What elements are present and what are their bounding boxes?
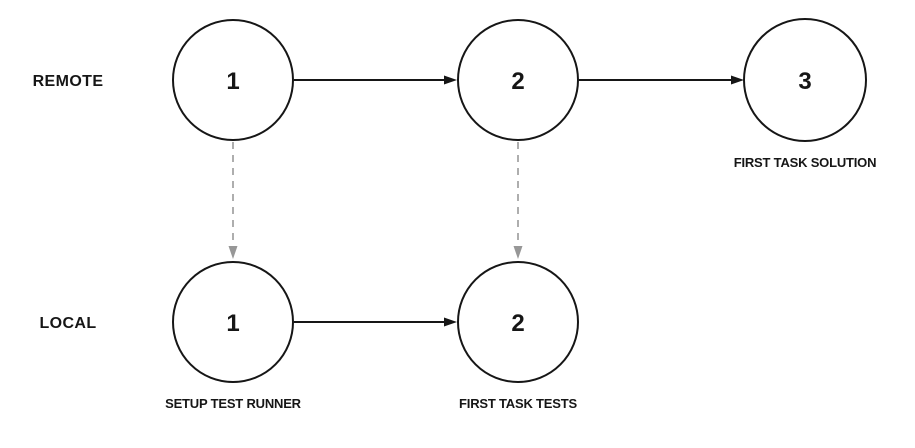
node-circle: [172, 261, 294, 383]
arrowhead-icon: [444, 317, 457, 327]
row-label-local: LOCAL: [39, 315, 96, 332]
node-local-1: 1 SETUP TEST RUNNER: [165, 261, 302, 411]
arrowhead-icon: [513, 246, 523, 259]
node-number: 3: [798, 68, 811, 95]
node-circle: [743, 18, 867, 142]
node-caption: SETUP TEST RUNNER: [165, 396, 302, 411]
node-number: 1: [226, 68, 239, 95]
edge-remote-1-to-remote-2: [294, 75, 457, 85]
row-label-remote: REMOTE: [33, 73, 104, 90]
edge-local-1-to-local-2: [294, 317, 457, 327]
arrowhead-icon: [228, 246, 238, 259]
arrowhead-icon: [444, 75, 457, 85]
node-caption: FIRST TASK SOLUTION: [734, 155, 877, 170]
node-number: 2: [511, 310, 524, 337]
node-caption: FIRST TASK TESTS: [459, 396, 577, 411]
node-remote-3: 3 FIRST TASK SOLUTION: [734, 18, 877, 170]
edge-remote-2-to-remote-3: [579, 75, 744, 85]
arrowhead-icon: [731, 75, 744, 85]
edge-remote-1-to-local-1: [228, 142, 238, 259]
node-number: 1: [226, 310, 239, 337]
node-remote-1: 1: [172, 19, 294, 141]
node-circle: [457, 19, 579, 141]
node-circle: [172, 19, 294, 141]
node-local-2: 2 FIRST TASK TESTS: [457, 261, 579, 411]
node-number: 2: [511, 68, 524, 95]
node-remote-2: 2: [457, 19, 579, 141]
edge-remote-2-to-local-2: [513, 142, 523, 259]
node-circle: [457, 261, 579, 383]
